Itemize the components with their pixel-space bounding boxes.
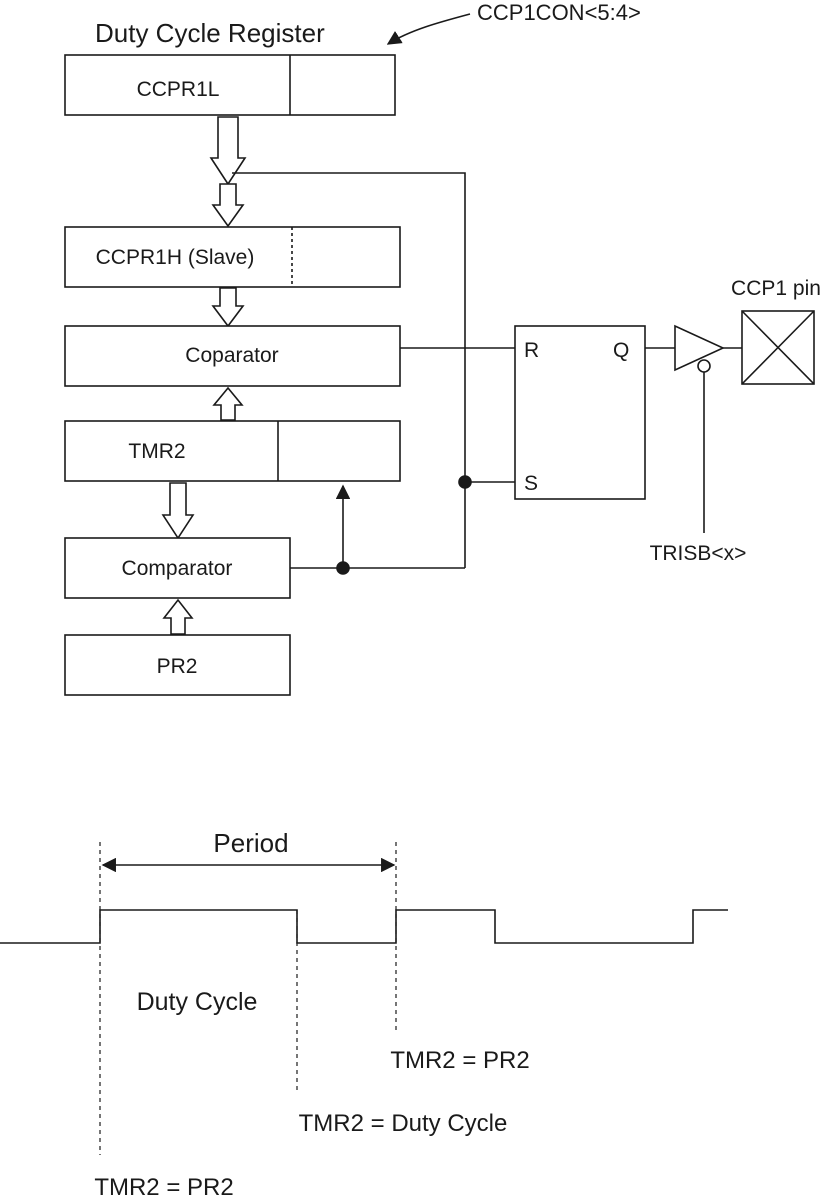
flipflop-r-label: R [524, 339, 539, 362]
output-buffer [674, 324, 725, 372]
comparator-top-label: Coparator [185, 344, 278, 367]
bus-arrow-tmr2-to-comparator-top [212, 386, 244, 421]
comparator-bottom [64, 537, 291, 599]
flipflop-q-label: Q [613, 339, 629, 362]
pwm-waveform [0, 909, 728, 944]
ccpr1l-label: CCPR1L [137, 78, 220, 101]
bus-arrow-ccpr1h-to-comparator [211, 287, 245, 328]
marker-label-tmr2-pr2-second: TMR2 = PR2 [390, 1047, 529, 1074]
ccp1con-pointer-arrow [386, 13, 471, 45]
period-label: Period [213, 828, 288, 858]
reset-junction-dot [336, 561, 350, 575]
bus-arrow-pr2-to-comparator [162, 598, 194, 635]
latch-load-wire [232, 172, 466, 568]
comparator-top [64, 325, 401, 387]
duty-cycle-label: Duty Cycle [137, 988, 258, 1016]
marker-label-tmr2-duty: TMR2 = Duty Cycle [299, 1110, 508, 1137]
ccpr1l-register [64, 54, 396, 116]
bus-arrow-to-ccpr1h [211, 183, 245, 228]
pr2-label: PR2 [157, 655, 198, 678]
ccpr1h-register [64, 226, 401, 288]
ccp1con-label: CCP1CON<5:4> [477, 0, 641, 25]
bus-arrow-tmr2-to-comparator-bottom [161, 482, 195, 540]
tmr2-register [64, 420, 401, 482]
comparator-bottom-label: Comparator [122, 557, 233, 580]
tmr2-label: TMR2 [128, 440, 185, 463]
trisb-label: TRISB<x> [650, 542, 747, 565]
buffer-enable-bubble [697, 359, 711, 373]
ccpr1h-label: CCPR1H (Slave) [96, 246, 255, 269]
marker-label-tmr2-pr2-first: TMR2 = PR2 [94, 1174, 233, 1200]
bus-arrow-ccpr1l-to-latch [209, 116, 247, 186]
pr2-register [64, 634, 291, 696]
flipflop-s-label: S [524, 472, 538, 495]
ccp1-pin-cross-b [741, 310, 815, 385]
diagram-title: Duty Cycle Register [95, 18, 325, 48]
rs-flipflop [514, 325, 646, 500]
ccp1-pin-label: CCP1 pin [731, 277, 821, 300]
